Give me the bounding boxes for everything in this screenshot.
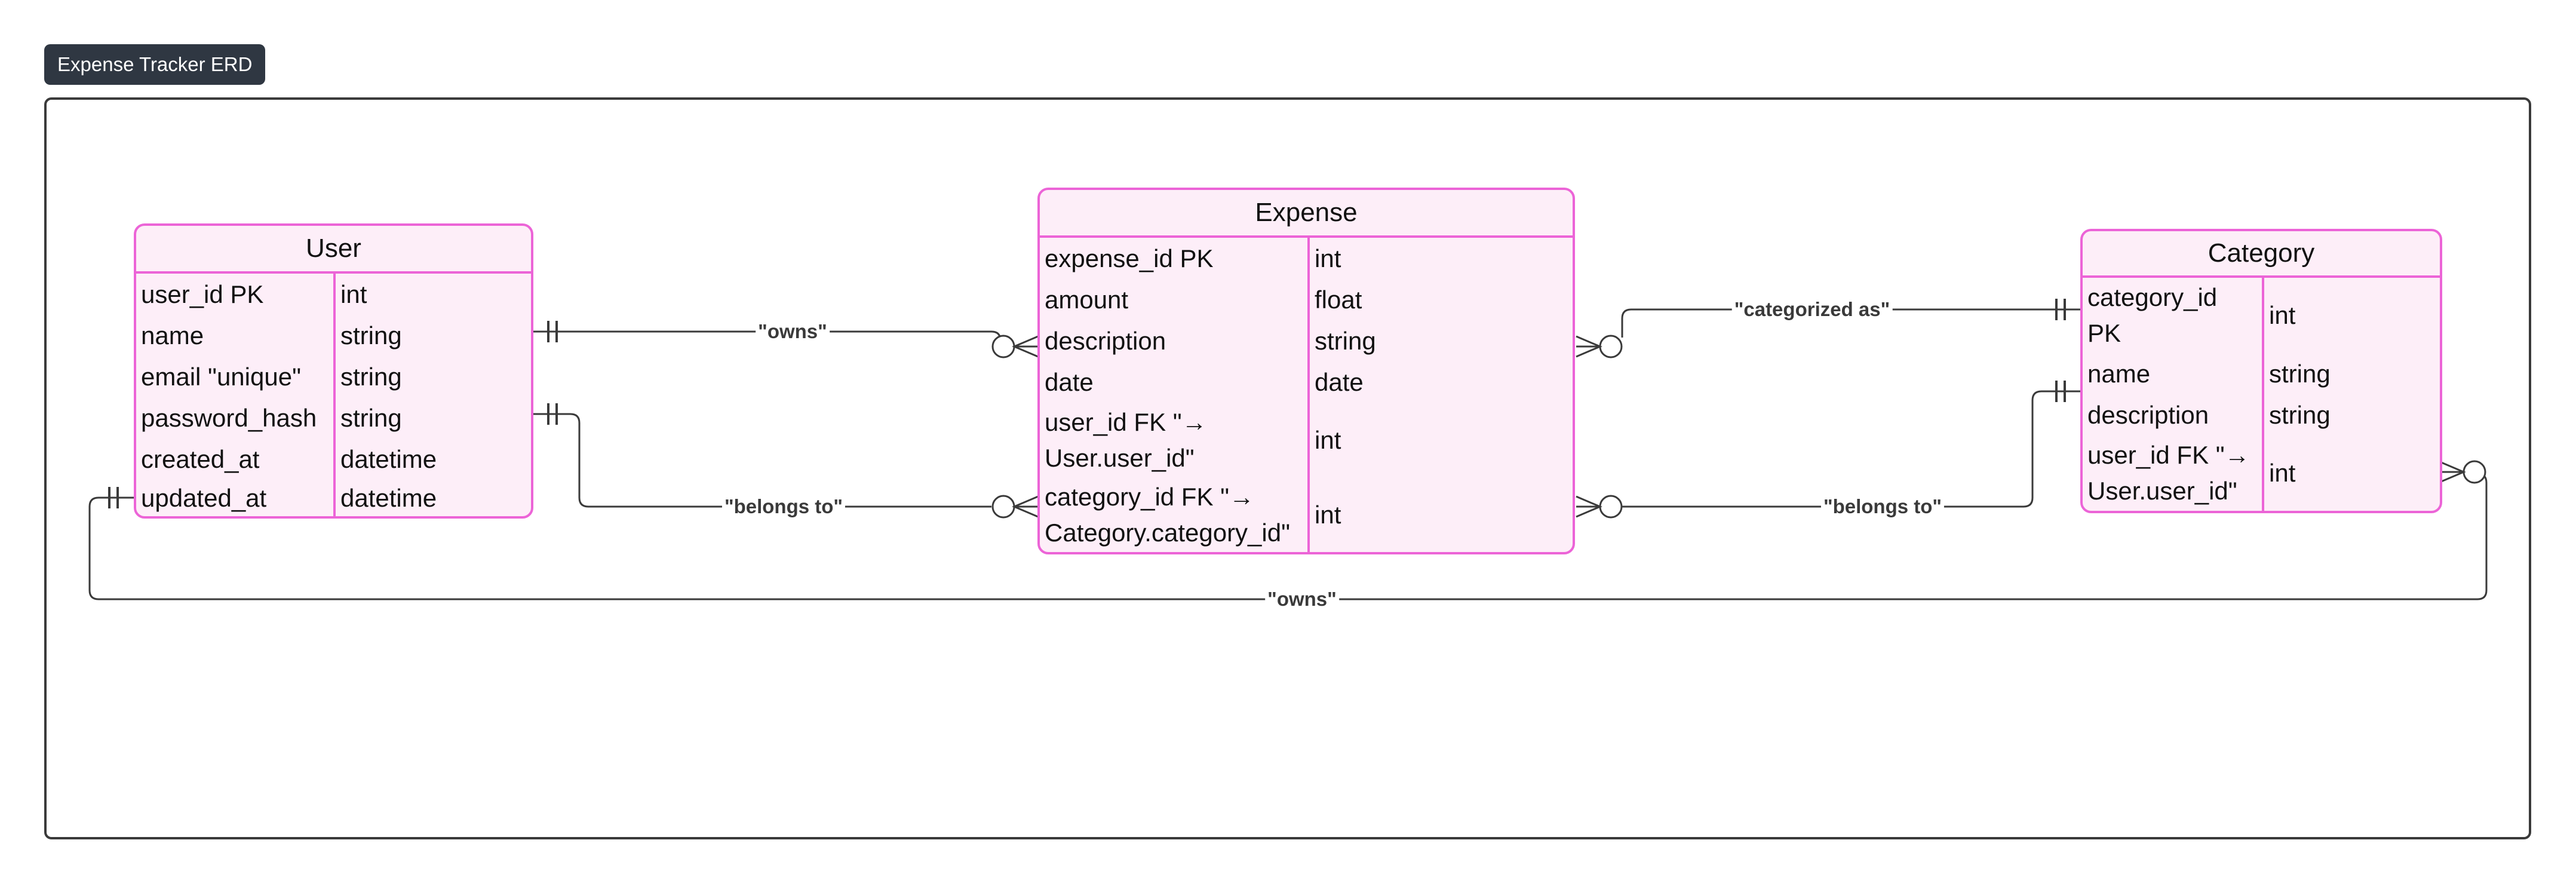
attr-type: int [340, 280, 367, 308]
user-row: updated_at datetime [136, 480, 531, 516]
attr-name: expense_id PK [1045, 244, 1214, 272]
attr-name: user_id FK "→ User.user_id" [1045, 407, 1207, 472]
expense-row: category_id FK "→ Category.category_id" … [1040, 477, 1573, 552]
category-row: category_id PK int [2083, 278, 2440, 353]
entity-category[interactable]: Category category_id PK int name string … [2080, 229, 2442, 513]
attr-name: amount [1045, 285, 1129, 314]
edge-category-belongs-expense [1622, 390, 2080, 508]
attr-type: string [340, 403, 402, 432]
diagram-frame [44, 97, 2531, 839]
attr-name: created_at [141, 444, 260, 473]
attr-name: user_id FK "→ User.user_id" [2087, 441, 2250, 505]
attr-type: datetime [340, 483, 437, 512]
edge-category-categorized-expense [1621, 308, 2080, 338]
attr-name: date [1045, 367, 1094, 396]
attr-type: string [1315, 326, 1376, 355]
expense-row: user_id FK "→ User.user_id" int [1040, 403, 1573, 477]
user-row: email "unique" string [136, 356, 531, 397]
entity-expense[interactable]: Expense expense_id PK int amount float d… [1037, 188, 1575, 554]
user-row: name string [136, 315, 531, 356]
rel-label-owns-user-expense: "owns" [756, 320, 830, 343]
rel-label-belongs-user-expense: "belongs to" [721, 495, 846, 518]
attr-type: int [1315, 500, 1341, 529]
entity-user[interactable]: User user_id PK int name string email "u… [134, 223, 533, 519]
rel-label-categorized-as: "categorized as" [1731, 298, 1893, 321]
category-row: user_id FK "→ User.user_id" int [2083, 436, 2440, 511]
entity-category-title: Category [2083, 231, 2440, 278]
attr-name: name [2087, 359, 2151, 388]
rel-label-owns-user-category: "owns" [1265, 588, 1339, 611]
attr-type: datetime [340, 444, 437, 473]
attr-name: password_hash [141, 403, 317, 432]
expense-row: date date [1040, 361, 1573, 403]
attr-type: date [1315, 367, 1364, 396]
entity-expense-title: Expense [1040, 190, 1573, 238]
attr-name: email "unique" [141, 362, 301, 391]
rel-label-belongs-category-expense: "belongs to" [1820, 495, 1945, 518]
diagram-title: Expense Tracker ERD [44, 44, 266, 85]
attr-type: int [2269, 459, 2296, 487]
attr-type: string [2269, 400, 2331, 429]
attr-name: category_id FK "→ Category.category_id" [1045, 482, 1291, 547]
attr-type: string [340, 321, 402, 350]
attr-type: string [2269, 359, 2331, 388]
expense-row: description string [1040, 320, 1573, 361]
category-row: name string [2083, 353, 2440, 394]
attr-name: user_id PK [141, 280, 264, 308]
attr-name: category_id PK [2087, 283, 2218, 347]
attr-type: float [1315, 285, 1362, 314]
user-row: created_at datetime [136, 439, 531, 480]
user-row: password_hash string [136, 397, 531, 439]
attr-type: int [1315, 244, 1341, 272]
expense-row: expense_id PK int [1040, 238, 1573, 279]
category-row: description string [2083, 394, 2440, 436]
attr-name: updated_at [141, 483, 267, 512]
user-row: user_id PK int [136, 274, 531, 315]
attr-type: int [1315, 425, 1341, 454]
entity-user-title: User [136, 226, 531, 274]
attr-name: description [1045, 326, 1166, 355]
attr-type: string [340, 362, 402, 391]
attr-name: description [2087, 400, 2209, 429]
attr-type: int [2269, 301, 2296, 329]
edge-user-belongs-expense [533, 413, 991, 508]
expense-row: amount float [1040, 279, 1573, 320]
attr-name: name [141, 321, 204, 350]
